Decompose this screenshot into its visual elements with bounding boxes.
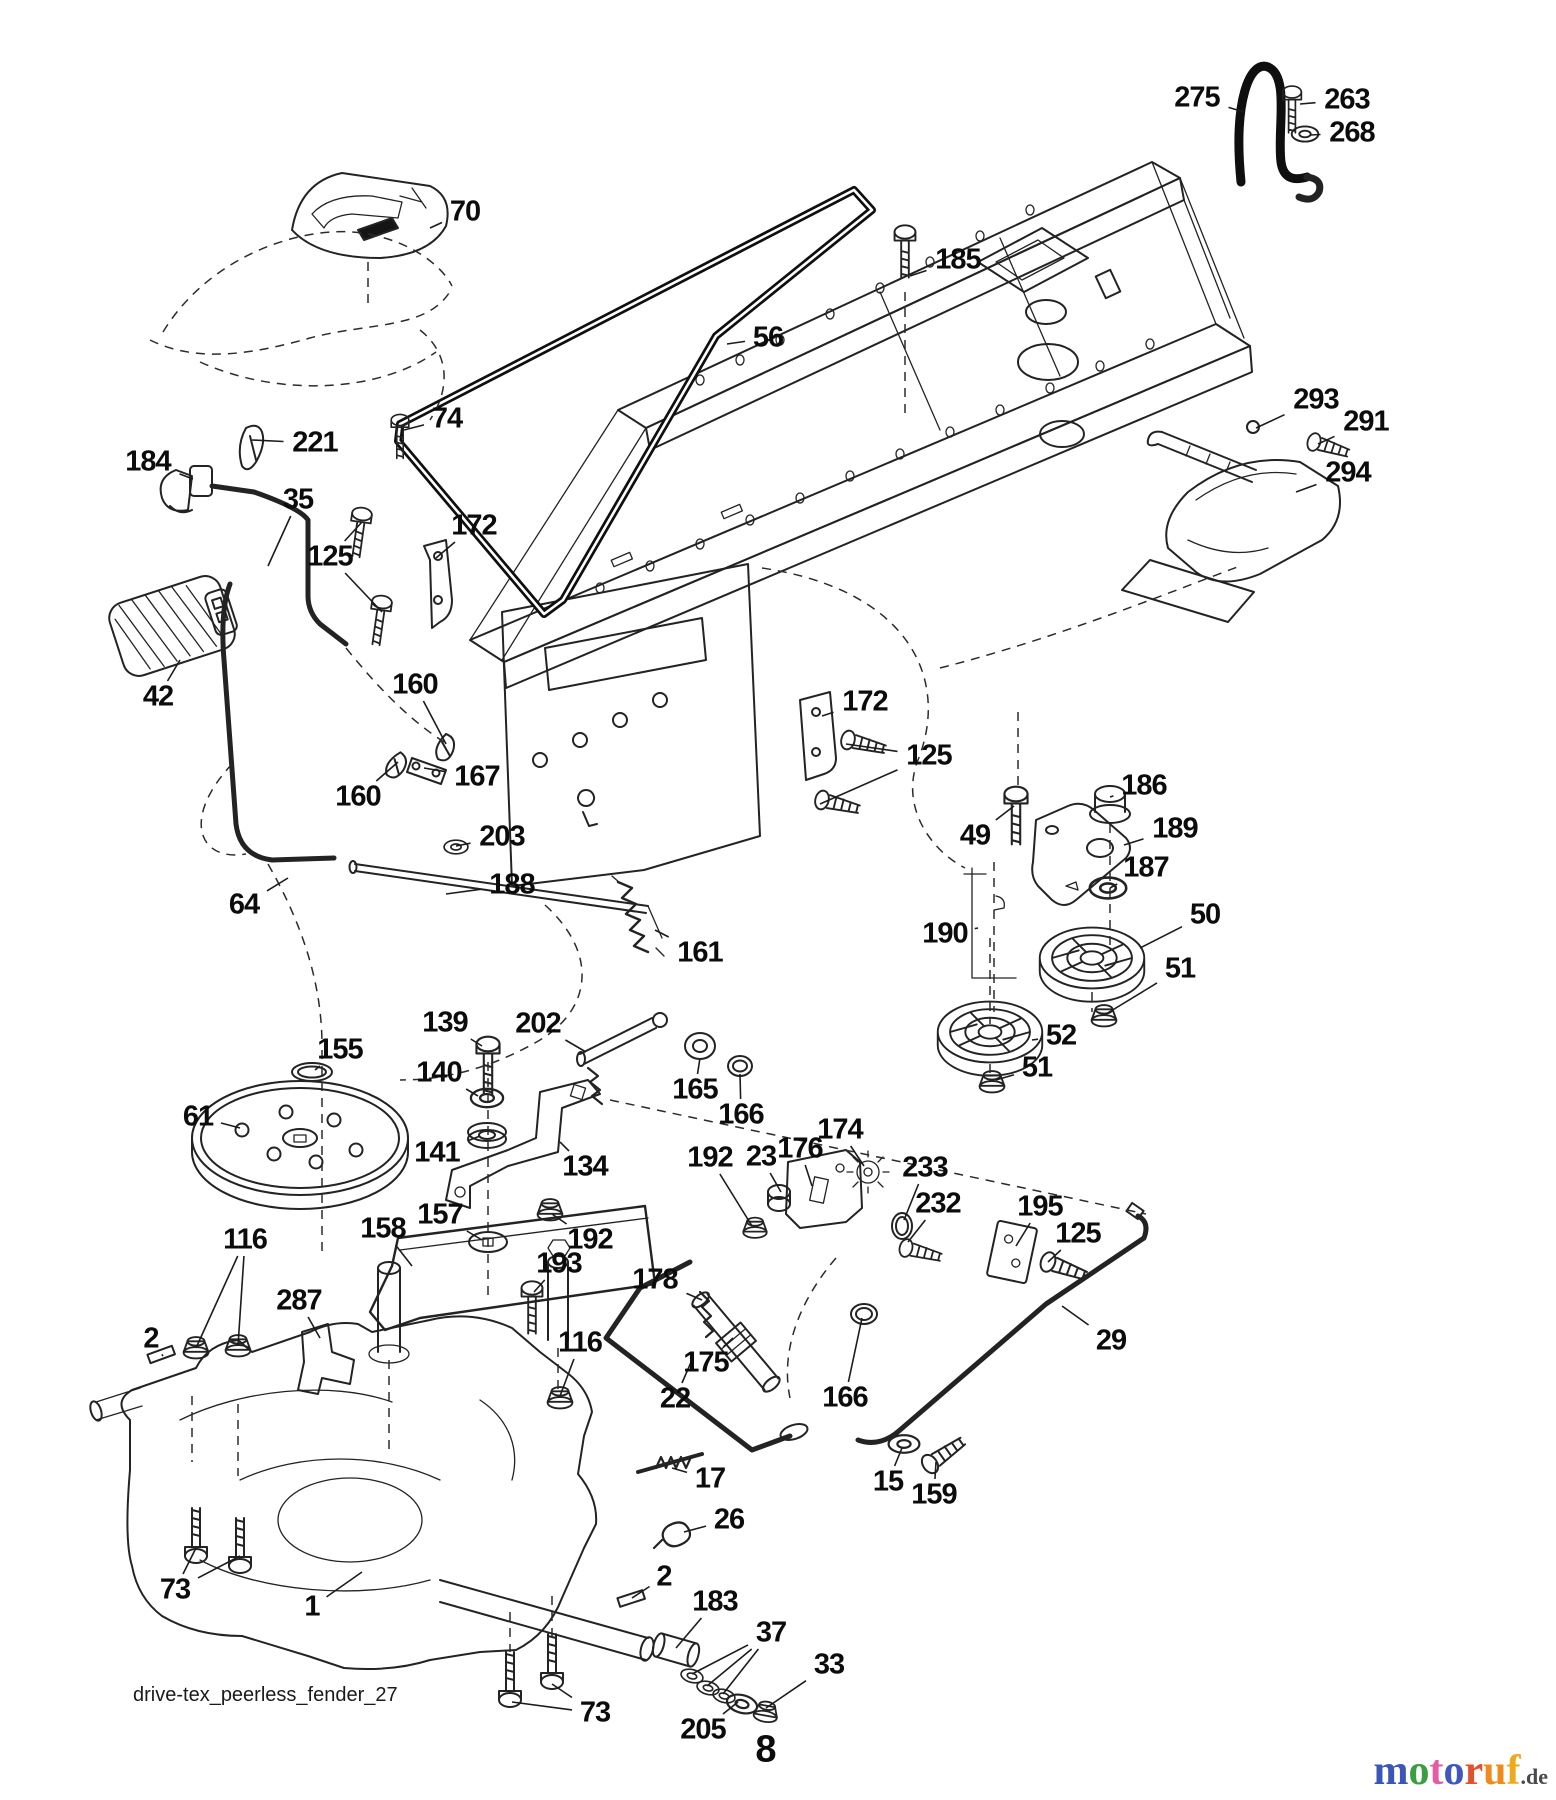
part-label-125: 125 xyxy=(307,540,353,573)
part-label-42: 42 xyxy=(142,680,174,713)
part-label-51: 51 xyxy=(1021,1051,1053,1084)
part-label-263: 263 xyxy=(1324,83,1370,116)
part-label-178: 178 xyxy=(632,1263,678,1296)
part-label-192: 192 xyxy=(567,1223,613,1256)
part-label-1: 1 xyxy=(304,1590,320,1623)
part-label-205: 205 xyxy=(680,1713,726,1746)
part-label-70: 70 xyxy=(449,195,481,228)
part-label-17: 17 xyxy=(694,1462,726,1495)
part-label-195: 195 xyxy=(1017,1190,1063,1223)
part-label-184: 184 xyxy=(125,445,171,478)
part-label-26: 26 xyxy=(713,1503,745,1536)
part-label-23: 23 xyxy=(745,1140,777,1173)
part-label-51: 51 xyxy=(1164,952,1196,985)
part-label-50: 50 xyxy=(1189,898,1221,931)
part-label-202: 202 xyxy=(515,1007,561,1040)
logo-letter: m xyxy=(1373,1748,1409,1794)
part-label-159: 159 xyxy=(911,1478,957,1511)
part-label-64: 64 xyxy=(228,888,260,921)
logo-letter: u xyxy=(1483,1748,1507,1794)
part-label-22: 22 xyxy=(659,1382,691,1415)
part-label-116: 116 xyxy=(223,1223,268,1256)
part-label-183: 183 xyxy=(692,1585,738,1618)
logo-letters: motoruf xyxy=(1373,1748,1520,1794)
part-label-192: 192 xyxy=(687,1141,733,1174)
part-label-186: 186 xyxy=(1121,769,1167,802)
logo-suffix: .de xyxy=(1520,1764,1549,1789)
part-label-176: 176 xyxy=(777,1132,823,1165)
part-label-56: 56 xyxy=(752,321,784,354)
part-label-174: 174 xyxy=(817,1113,863,1146)
part-label-116: 116 xyxy=(558,1326,603,1359)
part-label-134: 134 xyxy=(562,1150,608,1183)
part-label-52: 52 xyxy=(1045,1019,1077,1052)
part-label-193: 193 xyxy=(536,1247,582,1280)
part-label-158: 158 xyxy=(360,1212,406,1245)
logo-letter: f xyxy=(1506,1748,1521,1794)
part-label-37: 37 xyxy=(755,1616,787,1649)
part-label-49: 49 xyxy=(959,819,991,852)
part-label-73: 73 xyxy=(579,1696,611,1729)
part-label-172: 172 xyxy=(842,685,888,718)
part-label-15: 15 xyxy=(872,1465,904,1498)
part-label-187: 187 xyxy=(1123,851,1169,884)
part-label-291: 291 xyxy=(1343,405,1389,438)
part-label-294: 294 xyxy=(1325,456,1371,489)
part-label-185: 185 xyxy=(935,243,981,276)
part-label-35: 35 xyxy=(282,483,314,516)
part-label-160: 160 xyxy=(335,780,381,813)
part-label-74: 74 xyxy=(431,402,463,435)
part-label-165: 165 xyxy=(672,1073,718,1106)
part-label-275: 275 xyxy=(1174,81,1220,114)
part-label-167: 167 xyxy=(454,760,500,793)
part-label-221: 221 xyxy=(292,426,338,459)
part-label-268: 268 xyxy=(1329,116,1375,149)
part-label-160: 160 xyxy=(392,668,438,701)
part-label-233: 233 xyxy=(902,1151,948,1184)
part-label-172: 172 xyxy=(451,509,497,542)
part-label-188: 188 xyxy=(489,868,535,901)
logo-letter: t xyxy=(1429,1748,1444,1794)
part-label-33: 33 xyxy=(813,1648,845,1681)
part-label-155: 155 xyxy=(317,1033,363,1066)
part-label-141: 141 xyxy=(414,1136,460,1169)
part-label-189: 189 xyxy=(1152,812,1198,845)
part-label-161: 161 xyxy=(677,936,723,969)
motoruf-logo: motoruf.de xyxy=(1373,1750,1548,1792)
part-label-293: 293 xyxy=(1293,383,1339,416)
part-label-29: 29 xyxy=(1095,1324,1127,1357)
part-label-61: 61 xyxy=(182,1100,214,1133)
part-label-125: 125 xyxy=(906,739,952,772)
logo-letter: r xyxy=(1464,1748,1484,1794)
part-label-139: 139 xyxy=(422,1006,468,1039)
page-number: 8 xyxy=(755,1728,777,1771)
part-label-2: 2 xyxy=(143,1322,159,1355)
logo-letter: o xyxy=(1408,1748,1430,1794)
part-label-232: 232 xyxy=(915,1187,961,1220)
part-label-203: 203 xyxy=(479,820,525,853)
diagram-code: drive-tex_peerless_fender_27 xyxy=(133,1684,398,1706)
part-label-73: 73 xyxy=(159,1573,191,1606)
part-label-190: 190 xyxy=(922,917,968,950)
part-label-166: 166 xyxy=(718,1098,764,1131)
part-label-175: 175 xyxy=(683,1346,729,1379)
part-label-2: 2 xyxy=(656,1560,672,1593)
part-label-166: 166 xyxy=(822,1381,868,1414)
part-label-287: 287 xyxy=(276,1284,322,1317)
logo-letter: o xyxy=(1443,1748,1465,1794)
part-label-157: 157 xyxy=(417,1198,463,1231)
part-label-140: 140 xyxy=(416,1056,462,1089)
part-label-125: 125 xyxy=(1055,1217,1101,1250)
